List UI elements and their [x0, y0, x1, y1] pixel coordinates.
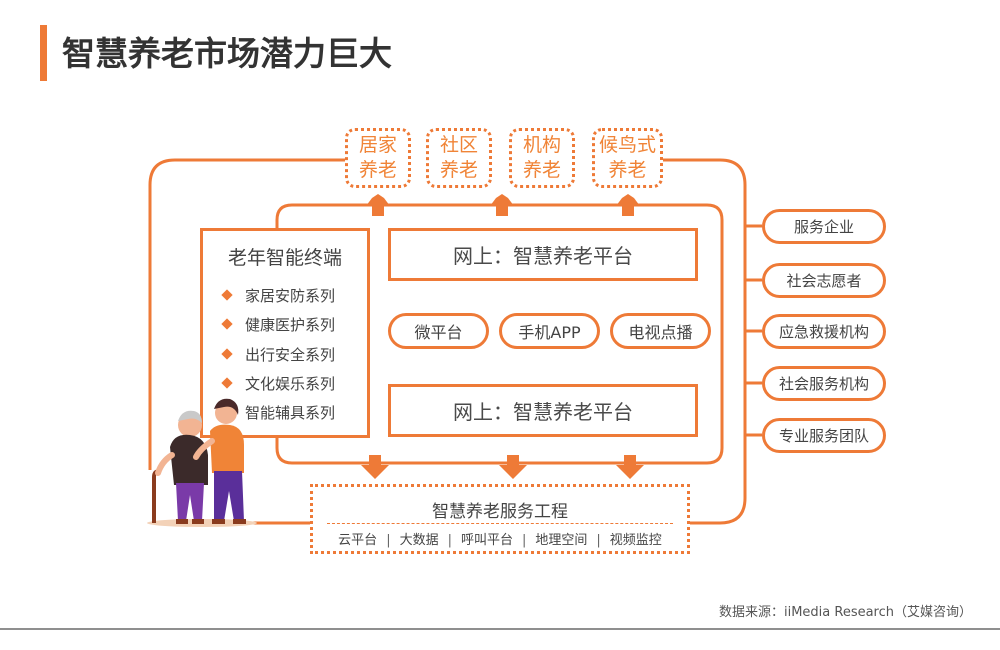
- diamond-bullet-icon: [221, 376, 233, 389]
- elderly-couple-illustration: [147, 398, 257, 527]
- mode-label-line1: 机构: [522, 134, 561, 156]
- mode-label-line1: 居家: [358, 134, 397, 156]
- title-accent-bar: [40, 25, 47, 81]
- engineering-item: 呼叫平台: [460, 533, 513, 548]
- provider-emergency-rescue: 应急救援机构: [762, 314, 886, 349]
- channel-mobile-app: 手机APP: [499, 313, 600, 349]
- terminal-item: 家居安防系列: [221, 285, 336, 307]
- mode-label-line1: 候鸟式: [598, 134, 656, 156]
- mode-label-line1: 社区: [439, 134, 478, 156]
- terminal-item-label: 出行安全系列: [245, 346, 336, 364]
- terminal-item-label: 家居安防系列: [245, 287, 336, 305]
- engineering-item: 视频监控: [609, 533, 662, 548]
- right-connectors: [745, 224, 762, 437]
- mode-label-line2: 养老: [522, 159, 561, 181]
- mode-migratory-care: 候鸟式 养老: [592, 128, 663, 188]
- provider-social-service: 社会服务机构: [762, 366, 886, 401]
- terminal-item: 智能辅具系列: [221, 402, 336, 424]
- channel-micro-platform: 微平台: [388, 313, 489, 349]
- arrow-up-1: [366, 194, 390, 216]
- separator: |: [596, 533, 601, 548]
- engineering-title: 智慧养老服务工程: [432, 502, 568, 522]
- page-title: 智慧养老市场潜力巨大: [62, 34, 392, 73]
- engineering-item: 大数据: [399, 533, 439, 548]
- service-engineering-box: 智慧养老服务工程 云平台 | 大数据 | 呼叫平台 | 地理空间 | 视频监控: [310, 484, 690, 554]
- diamond-bullet-icon: [221, 317, 233, 330]
- arrow-up-2: [490, 194, 514, 216]
- separator: |: [447, 533, 452, 548]
- arrow-down-3: [616, 455, 644, 479]
- terminal-item-label: 文化娱乐系列: [245, 375, 336, 393]
- elderly-terminal-box: 老年智能终端 家居安防系列 健康医护系列 出行安全系列 文化娱乐系列 智能辅具系…: [200, 228, 370, 438]
- terminal-item: 出行安全系列: [221, 344, 336, 366]
- provider-professional-team: 专业服务团队: [762, 418, 886, 453]
- bottom-divider: [0, 628, 1000, 630]
- terminal-item: 健康医护系列: [221, 314, 336, 336]
- provider-volunteers: 社会志愿者: [762, 263, 886, 298]
- diamond-bullet-icon: [221, 288, 233, 301]
- outer-loop-right: [663, 158, 747, 525]
- mode-institution-care: 机构 养老: [509, 128, 575, 188]
- inner-loop: [275, 203, 724, 465]
- platform-top-box: 网上：智慧养老平台: [388, 228, 698, 281]
- outer-loop-left: [148, 158, 345, 470]
- terminal-item-label: 智能辅具系列: [245, 404, 336, 422]
- terminal-item: 文化娱乐系列: [221, 373, 336, 395]
- platform-bottom-box: 网上：智慧养老平台: [388, 384, 698, 437]
- terminal-item-label: 健康医护系列: [245, 316, 336, 334]
- mode-community-care: 社区 养老: [426, 128, 492, 188]
- separator: |: [522, 533, 527, 548]
- engineering-item: 云平台: [338, 533, 378, 548]
- engineering-item: 地理空间: [535, 533, 588, 548]
- terminal-title: 老年智能终端: [227, 247, 342, 269]
- provider-service-enterprise: 服务企业: [762, 209, 886, 244]
- mode-label-line2: 养老: [439, 159, 478, 181]
- mode-home-care: 居家 养老: [345, 128, 411, 188]
- mode-label-line2: 养老: [608, 159, 647, 181]
- diamond-bullet-icon: [221, 347, 233, 360]
- engineering-items: 云平台 | 大数据 | 呼叫平台 | 地理空间 | 视频监控: [313, 529, 687, 548]
- engineering-divider: [327, 523, 673, 524]
- separator: |: [386, 533, 391, 548]
- data-source: 数据来源：iiMedia Research（艾媒咨询）: [718, 605, 972, 620]
- channel-tv-on-demand: 电视点播: [610, 313, 711, 349]
- arrow-up-3: [616, 194, 640, 216]
- arrow-down-1: [361, 455, 389, 479]
- mode-label-line2: 养老: [358, 159, 397, 181]
- arrow-down-2: [499, 455, 527, 479]
